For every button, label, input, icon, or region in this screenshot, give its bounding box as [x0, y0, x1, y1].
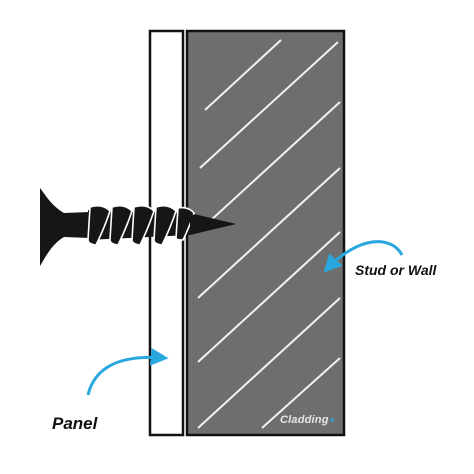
screw-icon	[40, 188, 236, 266]
watermark-text: Cladding	[280, 414, 329, 426]
wall-hatch-lines	[197, 39, 341, 429]
panel-label: Panel	[52, 414, 98, 433]
watermark-mark: +	[329, 415, 336, 425]
cladding-watermark: Cladding+	[280, 414, 335, 426]
stud-wall-block	[185, 29, 346, 437]
wall-arrow-icon	[323, 240, 404, 273]
panel-arrow-icon	[86, 347, 169, 396]
stud-or-wall-label: Stud or Wall	[355, 262, 437, 278]
